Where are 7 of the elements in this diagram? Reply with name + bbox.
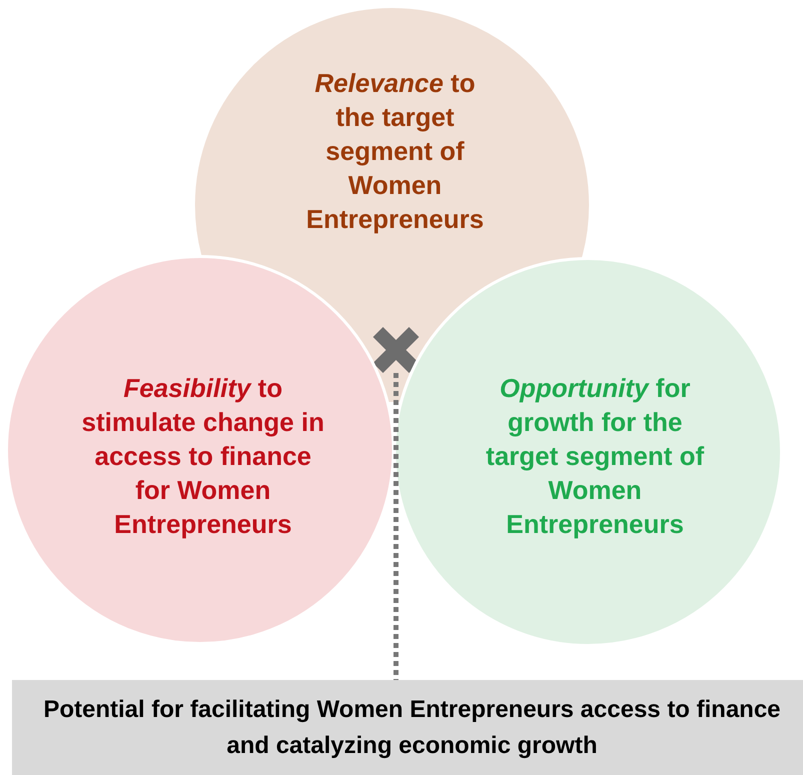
cross-icon bbox=[373, 327, 419, 373]
result-box bbox=[12, 680, 803, 775]
dotted-connector bbox=[394, 373, 398, 680]
circle-label: Feasibility to stimulate change in access to finance for Women Entrepreneurs bbox=[80, 372, 326, 541]
circle-label: Opportunity for growth for the target segment of Women Entrepreneurs bbox=[484, 372, 706, 541]
circle-label: Relevance to the target segment of Women Entrepreneurs bbox=[305, 67, 485, 236]
result-text: Potential for facilitating Women Entrepreneurs access to finance and catalyzing economic growth bbox=[42, 694, 782, 760]
